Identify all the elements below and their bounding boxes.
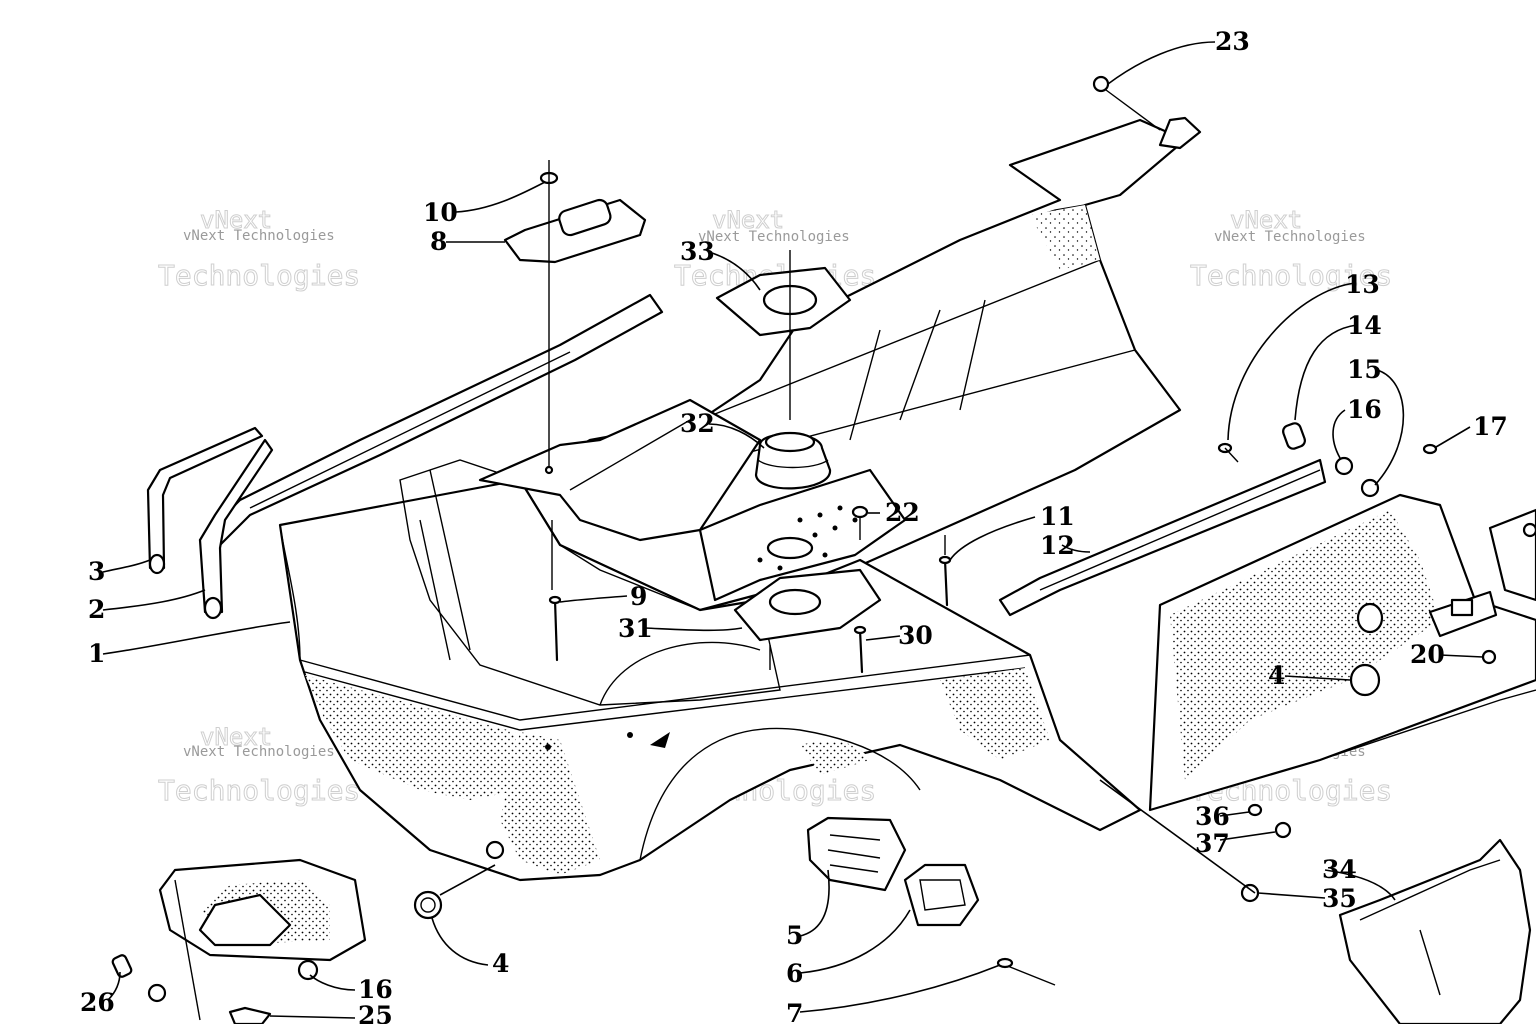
callout-37: 37	[1195, 829, 1230, 858]
callout-10: 10	[423, 198, 458, 227]
callout-labels: 1 2 3 4 4 5 6 7 8 9 10 11 12 13 14 15 16…	[80, 27, 1508, 1024]
nut-16-right	[1334, 456, 1354, 476]
plug-4-left	[413, 890, 443, 920]
rivet-9	[548, 520, 562, 662]
svg-text:vNext: vNext	[1230, 206, 1302, 234]
callout-32: 32	[680, 409, 715, 438]
screw-17	[1422, 443, 1438, 455]
callout-25: 25	[358, 1001, 393, 1024]
cable-7	[996, 957, 1056, 986]
clip-25	[228, 1006, 272, 1024]
svg-text:vNext: vNext	[200, 206, 272, 234]
callout-9: 9	[630, 582, 647, 611]
clip-23	[1092, 75, 1202, 150]
boot-32	[754, 431, 832, 490]
svg-text:vNext Technologies: vNext Technologies	[183, 228, 335, 244]
bumper-rail-3	[146, 426, 264, 575]
svg-text:vNext Technologies: vNext Technologies	[1214, 229, 1366, 245]
rivet-30	[853, 625, 867, 674]
screw-36	[1247, 803, 1263, 817]
callout-14: 14	[1347, 311, 1382, 340]
nut-22	[851, 505, 869, 540]
callout-2: 2	[88, 595, 105, 624]
callout-15: 15	[1347, 355, 1382, 384]
callout-31: 31	[618, 614, 653, 643]
nut-35	[1240, 883, 1260, 903]
callout-5: 5	[786, 921, 803, 950]
callout-1: 1	[88, 639, 105, 668]
callout-8: 8	[430, 227, 447, 256]
svg-text:vNext: vNext	[712, 206, 784, 234]
svg-text:vNext Technologies: vNext Technologies	[698, 229, 850, 245]
callout-20: 20	[1410, 640, 1445, 669]
lower-left-bracket	[158, 858, 367, 1021]
callout-3: 3	[88, 557, 105, 586]
watermark-top-right: vNext vNext Technologies Technologies	[1190, 206, 1393, 293]
callout-7: 7	[786, 999, 803, 1024]
washer-15	[1360, 478, 1380, 498]
svg-text:vNext Technologies: vNext Technologies	[183, 744, 335, 760]
bolt-13	[1217, 442, 1239, 463]
svg-text:Technologies: Technologies	[158, 774, 360, 807]
callout-22: 22	[885, 498, 920, 527]
leader-lines	[102, 41, 1484, 1019]
rear-side-panel	[1148, 493, 1536, 812]
cover-34	[1338, 838, 1532, 1024]
watermark-top-left: vNext vNext Technologies Technologies	[158, 206, 361, 293]
callout-33: 33	[680, 237, 715, 266]
callout-12: 12	[1040, 531, 1075, 560]
rivet-11	[938, 535, 952, 607]
callout-23: 23	[1215, 27, 1250, 56]
callout-4-left: 4	[492, 949, 509, 978]
spacer-14	[1282, 422, 1306, 450]
belly-pan	[278, 118, 1187, 882]
callout-26: 26	[80, 988, 115, 1017]
callout-6: 6	[786, 959, 803, 988]
callout-13: 13	[1345, 270, 1380, 299]
handle-5	[806, 816, 907, 892]
callout-4-right: 4	[1268, 661, 1285, 690]
svg-text:Technologies: Technologies	[1190, 259, 1392, 292]
bezel-6	[903, 863, 980, 927]
trim-strip-12	[998, 458, 1327, 617]
svg-text:vNext: vNext	[200, 723, 272, 751]
callout-30: 30	[898, 621, 933, 650]
callout-16-right: 16	[1347, 395, 1382, 424]
plate-31	[733, 568, 882, 670]
callout-36: 36	[1195, 802, 1230, 831]
screw-26	[111, 954, 133, 978]
callout-17: 17	[1473, 412, 1508, 441]
bumper-rail-long	[198, 293, 664, 547]
nut-lower-left	[147, 983, 167, 1003]
hinge-assembly	[503, 160, 647, 475]
washer-37	[1274, 821, 1292, 839]
callout-16-left: 16	[358, 975, 393, 1004]
callout-11: 11	[1040, 502, 1075, 531]
svg-text:Technologies: Technologies	[158, 259, 360, 292]
bumper-rail-2	[198, 438, 274, 620]
watermark-bottom-left: vNext vNext Technologies Technologies	[158, 723, 361, 808]
mount-bracket-33	[715, 250, 852, 420]
callout-35: 35	[1322, 884, 1357, 913]
callout-34: 34	[1322, 855, 1357, 884]
